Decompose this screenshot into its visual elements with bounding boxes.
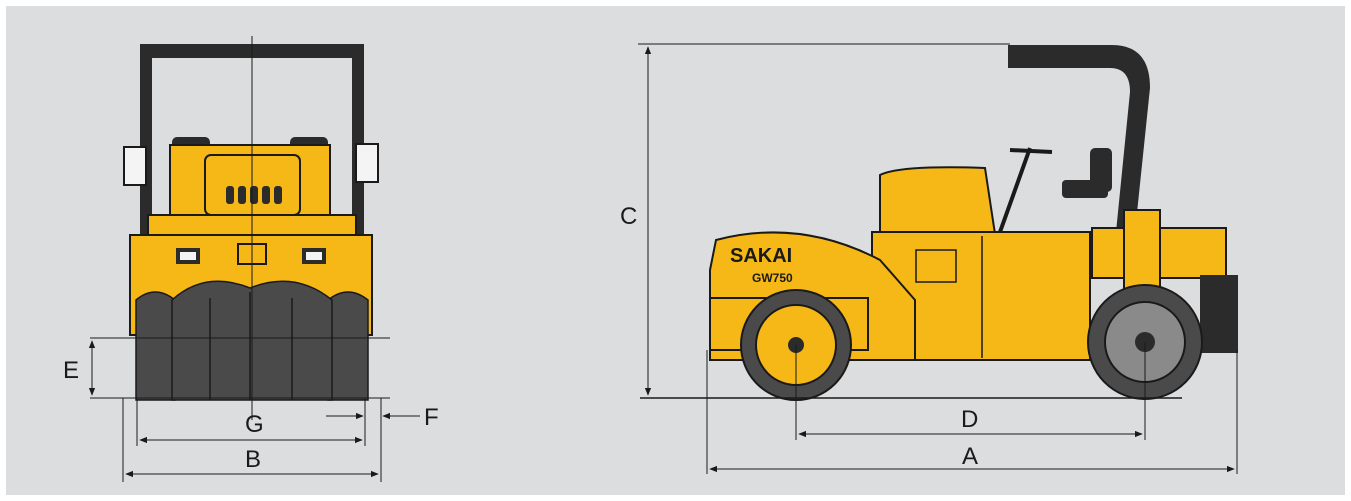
side-dimensions: C D A [620, 43, 1238, 474]
dim-label-g: G [245, 411, 264, 438]
dim-label-d: D [961, 406, 978, 433]
front-view [123, 36, 379, 420]
mirror-icon [123, 143, 379, 186]
dim-label-a: A [962, 443, 978, 470]
dim-label-c: C [620, 203, 637, 230]
model-logo: GW750 [752, 271, 793, 285]
dim-label-f: F [424, 404, 439, 431]
brand-logo: SAKAI [730, 245, 792, 267]
dim-label-b: B [245, 446, 261, 473]
steering-wheel-icon [998, 147, 1053, 233]
seat-icon [1062, 148, 1112, 198]
headlight-icon [176, 248, 326, 264]
front-dimensions: E G B F [63, 337, 439, 482]
dim-label-e: E [63, 357, 79, 384]
